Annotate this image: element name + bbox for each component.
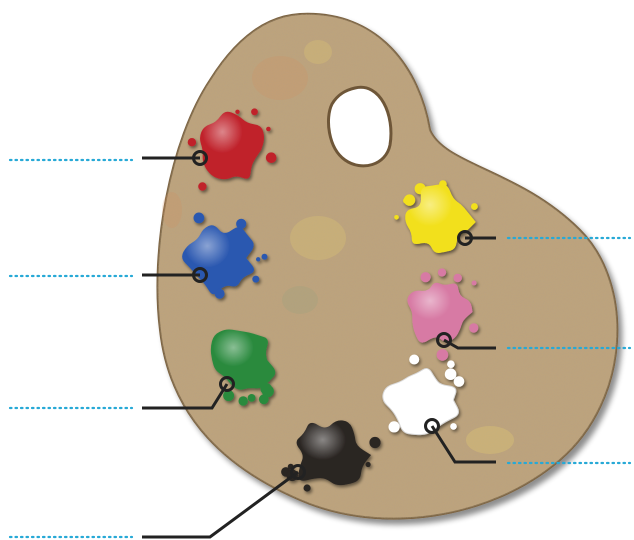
paint-droplet (235, 110, 239, 114)
thumb-hole (328, 87, 390, 166)
paint-droplet (366, 462, 371, 467)
paint-droplet (450, 423, 457, 430)
paint-droplet (472, 281, 477, 286)
smudge (252, 56, 308, 100)
paint-droplet (438, 268, 446, 276)
paint-droplet (188, 138, 196, 146)
paint-droplet (389, 421, 400, 432)
smudge (466, 426, 514, 454)
paint-droplet (409, 355, 419, 365)
paint-droplet (239, 396, 248, 405)
paint-droplet (469, 323, 478, 332)
smudge (304, 40, 332, 64)
paint-droplet (394, 215, 399, 220)
paint-droplet (198, 182, 206, 190)
paint-droplet (252, 276, 259, 283)
paint-droplet (445, 368, 457, 380)
paint-droplet (447, 360, 455, 368)
smudge (282, 286, 318, 314)
paint-droplet (471, 203, 478, 210)
paint-droplet (194, 213, 205, 224)
paint-droplet (437, 349, 449, 361)
paint-droplet (251, 108, 258, 115)
paint-droplet (404, 194, 415, 205)
paint-droplet (256, 257, 260, 261)
paint-droplet (266, 127, 271, 132)
paint-droplet (369, 437, 380, 448)
smudge (290, 216, 346, 260)
paint-droplet (259, 394, 269, 404)
paint-droplet (266, 152, 277, 163)
paint-droplet (421, 272, 431, 282)
paint-droplet (248, 394, 256, 402)
smudge (162, 192, 182, 228)
paint-droplet (454, 376, 465, 387)
paint-droplet (454, 274, 462, 282)
paint-droplet (304, 484, 311, 491)
paint-droplet (262, 254, 268, 260)
